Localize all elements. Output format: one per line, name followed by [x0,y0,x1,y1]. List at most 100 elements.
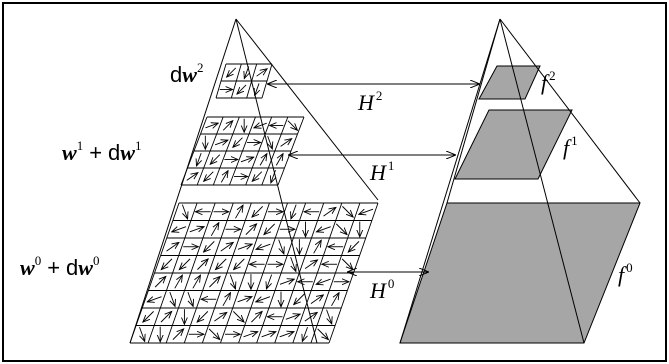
vector-arrow [256,69,268,77]
vector-arrow [220,242,233,252]
vector-arrow [264,223,276,235]
vector-arrow [174,275,183,289]
vector-arrow [285,314,300,320]
vector-arrow [313,240,322,254]
vector-arrow [154,276,166,288]
vector-arrow [160,311,172,323]
vector-arrow [220,171,228,183]
vector-arrow [280,139,292,147]
vector-arrow [326,309,332,324]
image-level-2 [478,65,541,100]
right-pyramid-edge-left [399,18,501,344]
vector-arrow [252,206,264,217]
vector-arrow [229,274,235,289]
vector-arrow [266,274,273,289]
vector-arrow [192,275,201,289]
vector-arrow [287,120,298,131]
vector-arrow [310,295,323,304]
vector-arrow [232,311,244,322]
vector-arrow [252,171,263,182]
vector-arrow [342,206,353,217]
vector-arrow [256,243,271,249]
vector-arrow [147,296,162,302]
grid-line [229,116,256,186]
vector-arrow [268,135,273,149]
vector-arrow [259,154,267,166]
vector-arrow [227,67,237,77]
vector-arrow [256,296,271,302]
vector-arrow [237,84,247,94]
vector-arrow [143,311,154,322]
vector-arrow [237,297,252,303]
vector-arrow [197,152,202,166]
vector-arrow [304,312,317,322]
grid-line [261,116,289,186]
vector-arrow [179,258,191,270]
vector-arrow [161,258,173,270]
vector-arrow [271,169,276,183]
vector-arrow [214,312,226,322]
vector-arrow [335,223,347,235]
vector-arrow [233,137,243,148]
vector-arrow [216,258,227,270]
vector-arrow [172,329,184,340]
vector-arrow [235,205,243,219]
vector-arrow [234,258,245,270]
vector-arrow [290,256,296,271]
image-level-0 [399,202,641,344]
grid-line [245,116,273,186]
vector-arrow [172,226,187,232]
vector-grid-level-2 [215,63,273,99]
vector-arrow [139,326,145,341]
vector-arrow [243,332,258,338]
right-pyramid-edge-back [446,18,501,204]
right-pyramid-edge-right [499,18,641,204]
grid-line [212,116,240,186]
vector-arrow [197,259,208,270]
vector-arrow [204,171,214,182]
grid-line [147,202,198,344]
grid-line [215,63,227,99]
grid-line [238,202,288,344]
vector-arrow [316,226,331,232]
vector-arrow [214,140,228,145]
vector-arrow [304,260,317,269]
label-w1-plus-dw1: w1+dw1 [62,138,141,165]
vector-arrow [222,121,233,131]
vector-arrow [237,244,252,250]
vector-arrow [210,154,221,165]
vector-arrow [323,207,335,217]
vector-arrow [254,123,267,128]
left-pyramid-edge-right [235,18,379,201]
vector-arrow [331,293,339,307]
vector-arrow [294,293,305,305]
vector-arrow [181,204,187,219]
vector-grid-level-0 [129,202,379,344]
vector-arrow [261,332,276,338]
vector-arrow [316,278,331,284]
vector-arrow [302,326,308,341]
grid-line [165,202,216,344]
vector-arrow [210,223,219,237]
vector-arrow [240,157,254,162]
vector-arrow [166,242,179,252]
vector-arrow [279,332,294,338]
vector-arrow [348,241,360,252]
grid-line [246,63,258,99]
grid-line [201,202,252,344]
vector-arrow [222,293,231,307]
label-w0-plus-dw0: w0+dw0 [20,253,99,280]
grid-line [183,202,234,344]
vector-arrow [244,66,248,78]
vector-arrow [275,154,283,166]
vector-arrow [205,123,218,128]
vector-arrow [209,276,220,288]
vector-arrow [197,311,209,322]
